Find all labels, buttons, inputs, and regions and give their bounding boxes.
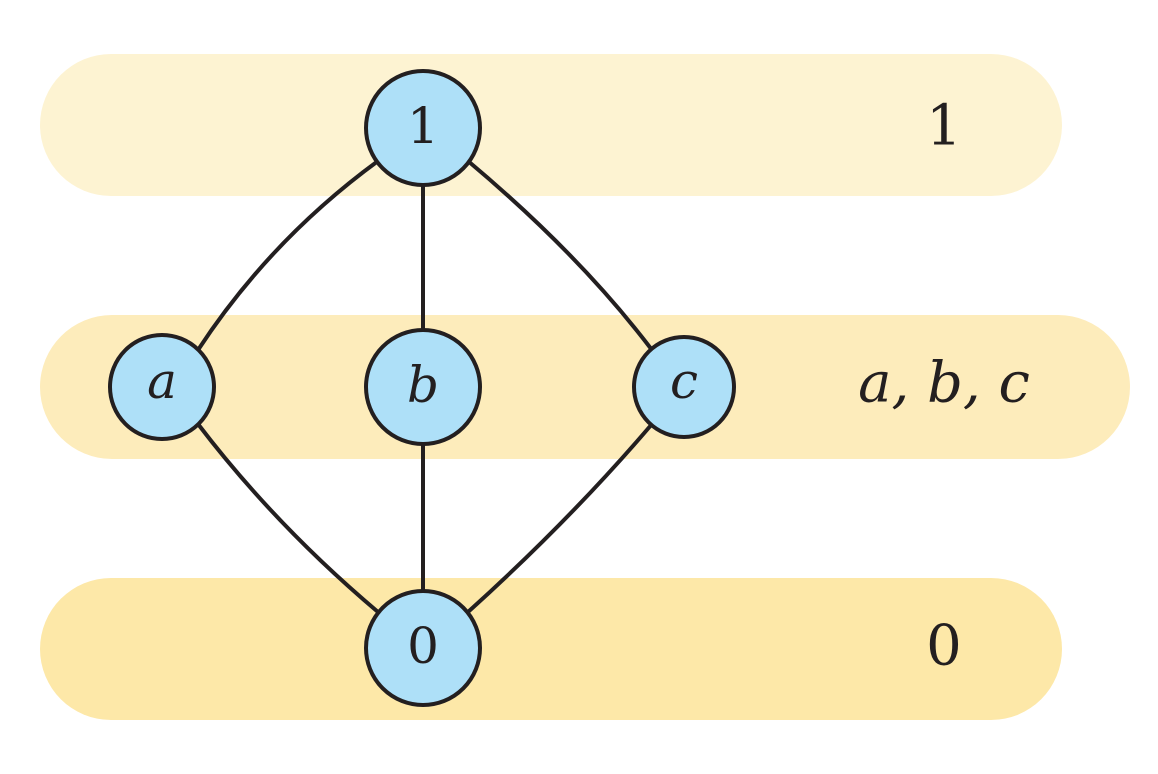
node-top-label: 1 [407, 97, 439, 155]
node-a-label: a [147, 352, 177, 410]
node-bottom-label: 0 [407, 617, 439, 675]
band-top [40, 54, 1062, 196]
node-a: a [108, 333, 216, 441]
level-label-bottom: 0 [926, 614, 962, 679]
edge-1-a [196, 159, 380, 352]
level-label-top: 1 [926, 94, 962, 159]
edge-c-0 [466, 422, 654, 614]
edge-1-c [466, 159, 654, 352]
node-c-label: c [670, 352, 698, 410]
node-top: 1 [364, 69, 482, 187]
node-b-label: b [407, 356, 439, 414]
node-c: c [632, 335, 736, 439]
node-bottom: 0 [364, 589, 482, 707]
edge-a-0 [196, 422, 380, 614]
level-label-middle: a, b, c [858, 351, 1030, 416]
node-b: b [364, 328, 482, 446]
band-middle [40, 315, 1130, 459]
band-bottom [40, 578, 1062, 720]
